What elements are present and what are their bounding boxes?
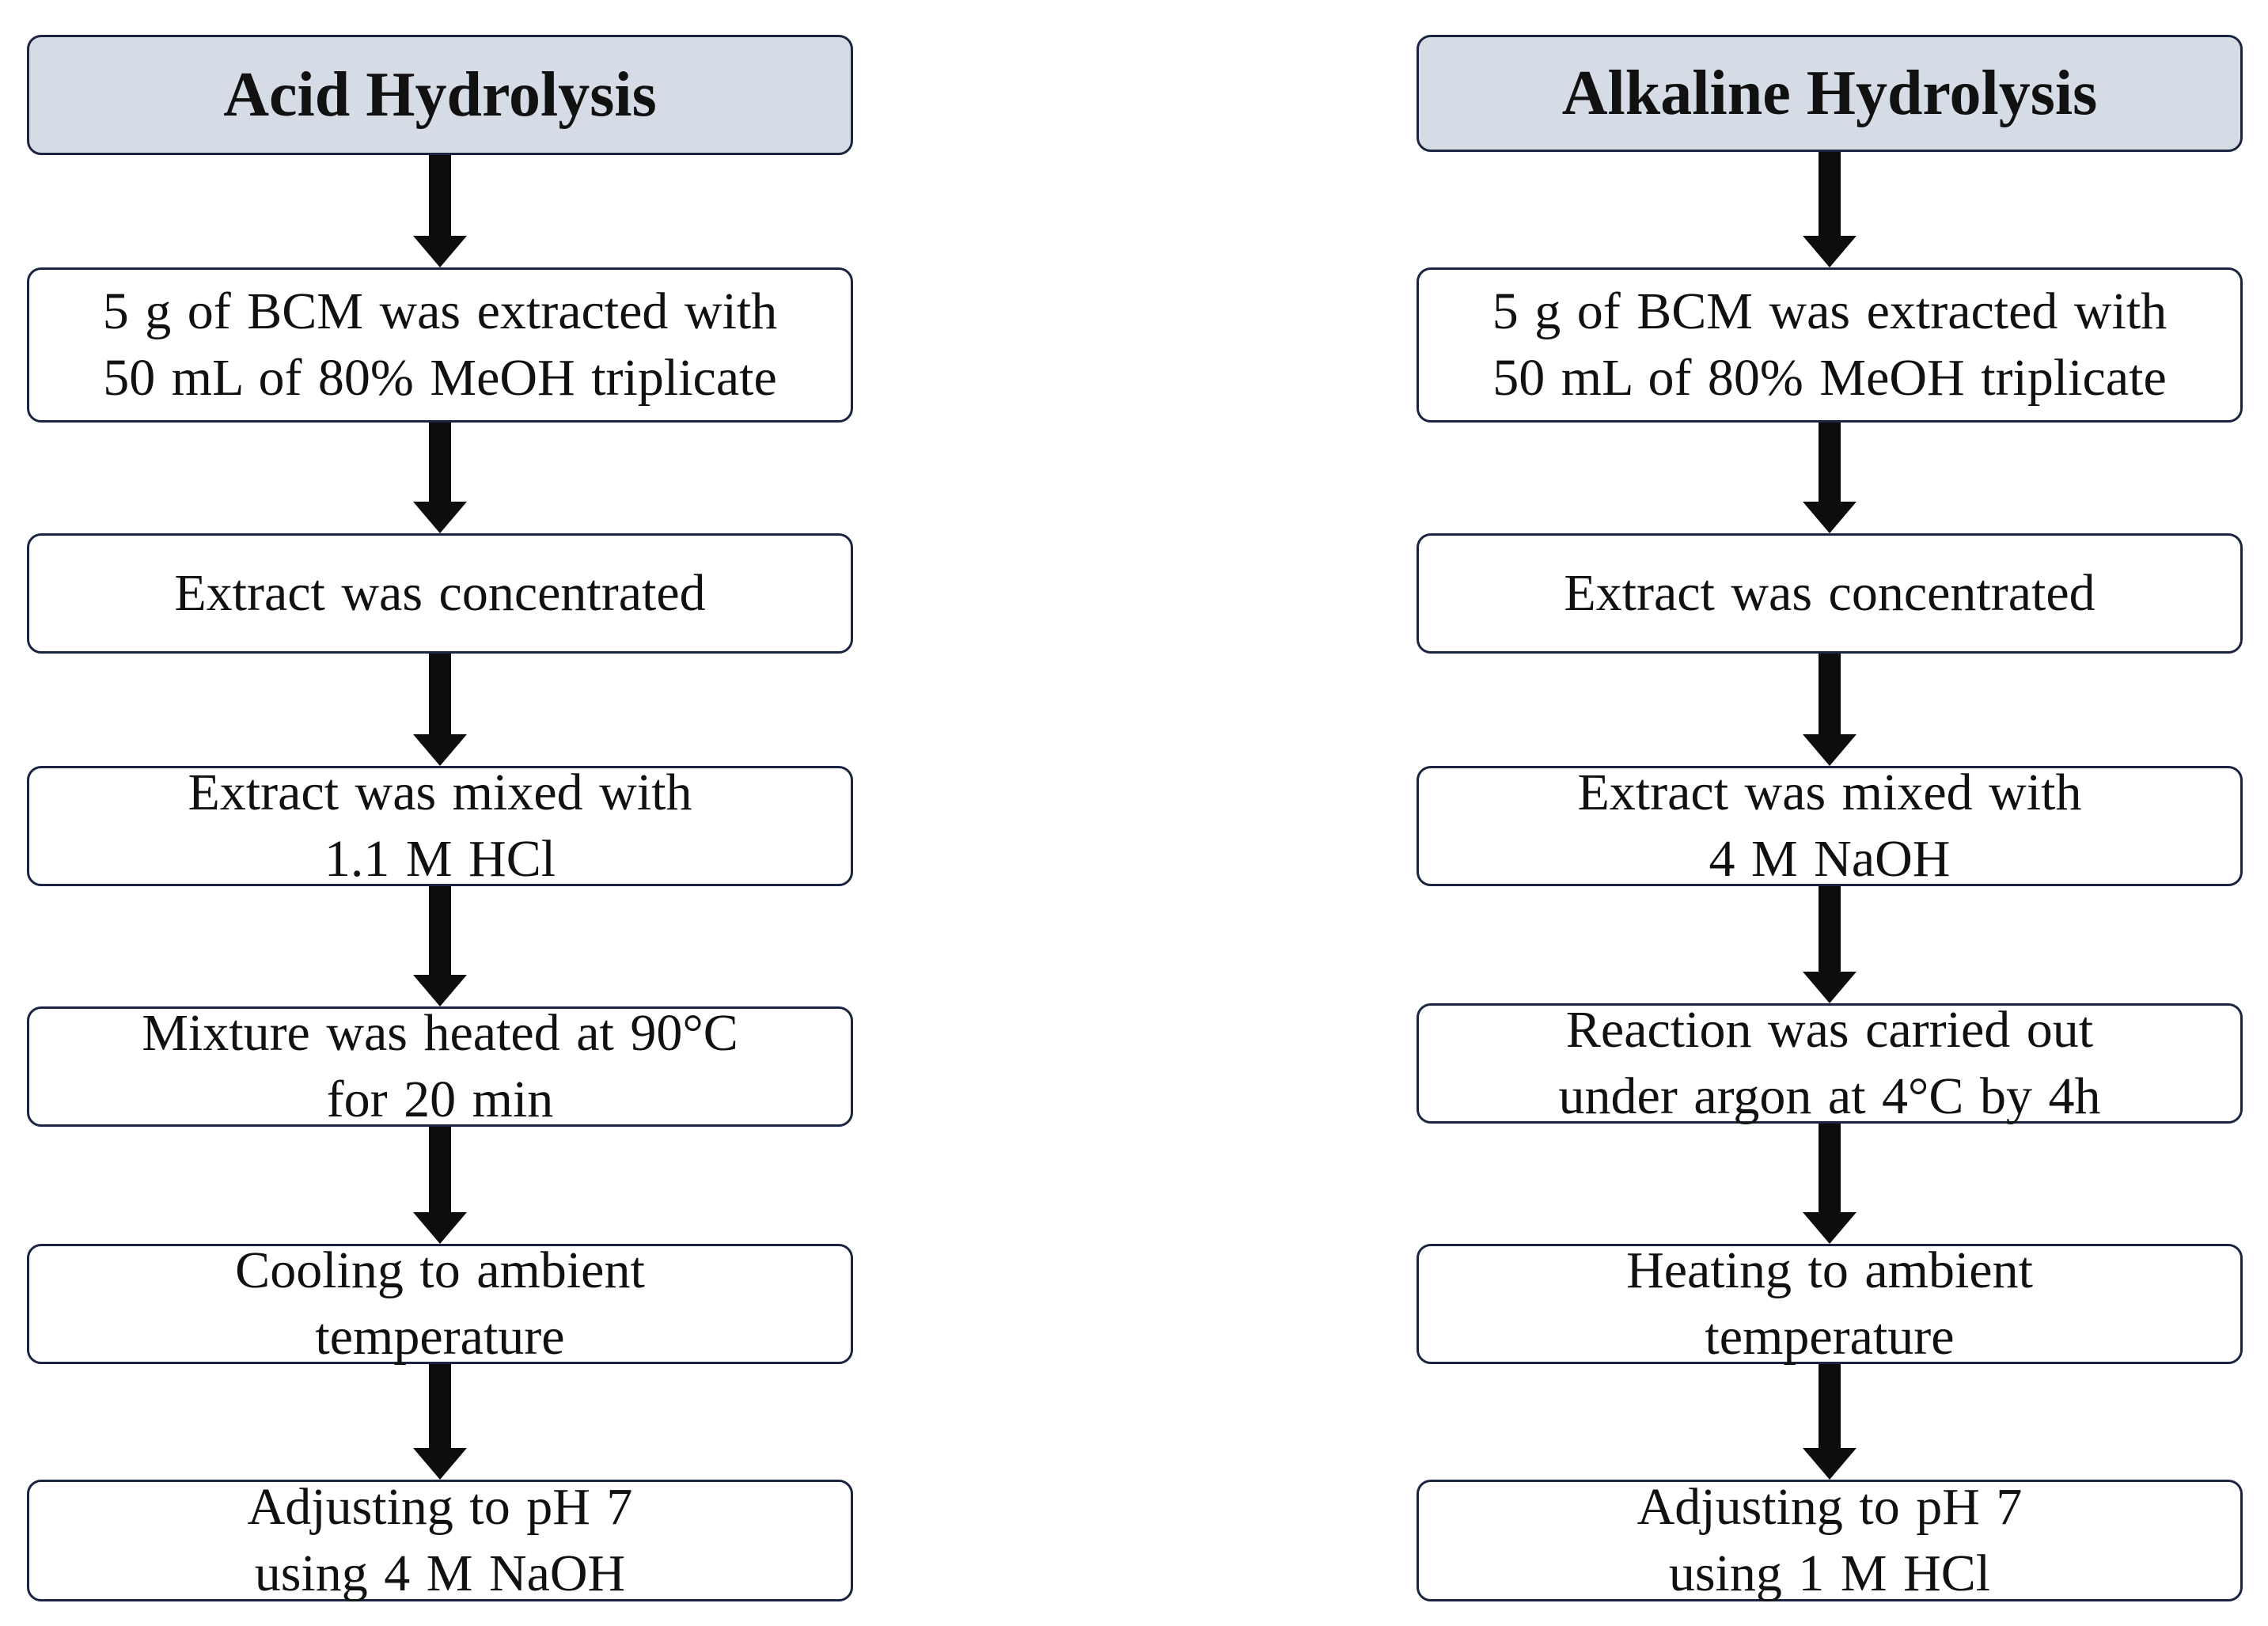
alkaline-step-4: Reaction was carried out under argon at … [1417, 1001, 2243, 1125]
flow-arrow-icon [408, 1364, 472, 1480]
acid-step-3-text: Extract was mixed with 1.1 M HCl [188, 764, 692, 888]
acid-step-1-text: 5 g of BCM was extracted with 50 mL of 8… [102, 282, 778, 407]
alkaline-step-6-text: Adjusting to pH 7 using 1 M HCl [1637, 1478, 2023, 1602]
alkaline-step-2: Extract was concentrated [1417, 533, 2243, 654]
flow-arrow-icon [408, 423, 472, 533]
alkaline-hydrolysis-title-box: Alkaline Hydrolysis [1417, 35, 2243, 152]
acid-step-6: Adjusting to pH 7 using 4 M NaOH [27, 1478, 853, 1602]
flow-arrow-icon [408, 155, 472, 267]
alkaline-step-1: 5 g of BCM was extracted with 50 mL of 8… [1417, 267, 2243, 423]
alkaline-hydrolysis-column: Alkaline Hydrolysis 5 g of BCM was extra… [1417, 0, 2246, 1626]
alkaline-step-4-text: Reaction was carried out under argon at … [1558, 1001, 2101, 1125]
acid-step-6-text: Adjusting to pH 7 using 4 M NaOH [247, 1478, 633, 1602]
acid-step-4-text: Mixture was heated at 90°C for 20 min [142, 1004, 738, 1128]
flow-arrow-icon [408, 1127, 472, 1244]
alkaline-step-2-text: Extract was concentrated [1564, 564, 2095, 622]
acid-step-3: Extract was mixed with 1.1 M HCl [27, 764, 853, 888]
acid-step-5-text: Cooling to ambient temperature [235, 1241, 645, 1366]
flow-arrow-icon [1798, 152, 1861, 267]
flow-arrow-icon [1798, 654, 1861, 766]
alkaline-step-3-text: Extract was mixed with 4 M NaOH [1577, 764, 2082, 888]
alkaline-step-3: Extract was mixed with 4 M NaOH [1417, 764, 2243, 888]
alkaline-step-6: Adjusting to pH 7 using 1 M HCl [1417, 1478, 2243, 1602]
acid-hydrolysis-column: Acid Hydrolysis 5 g of BCM was extracted… [27, 0, 856, 1626]
flow-arrow-icon [1798, 423, 1861, 533]
alkaline-step-1-text: 5 g of BCM was extracted with 50 mL of 8… [1492, 282, 2167, 407]
alkaline-hydrolysis-title: Alkaline Hydrolysis [1561, 59, 2098, 128]
flow-arrow-icon [408, 654, 472, 766]
flow-arrow-icon [1798, 1124, 1861, 1244]
flow-arrow-icon [408, 886, 472, 1006]
acid-step-2: Extract was concentrated [27, 533, 853, 654]
acid-step-4: Mixture was heated at 90°C for 20 min [27, 1004, 853, 1128]
acid-hydrolysis-title: Acid Hydrolysis [223, 60, 657, 130]
flow-arrow-icon [1798, 886, 1861, 1003]
flow-arrow-icon [1798, 1364, 1861, 1480]
alkaline-step-5: Heating to ambient temperature [1417, 1241, 2243, 1366]
alkaline-step-5-text: Heating to ambient temperature [1626, 1241, 2033, 1366]
acid-hydrolysis-title-box: Acid Hydrolysis [27, 35, 853, 155]
acid-step-1: 5 g of BCM was extracted with 50 mL of 8… [27, 267, 853, 423]
acid-step-2-text: Extract was concentrated [174, 564, 706, 622]
acid-step-5: Cooling to ambient temperature [27, 1241, 853, 1366]
